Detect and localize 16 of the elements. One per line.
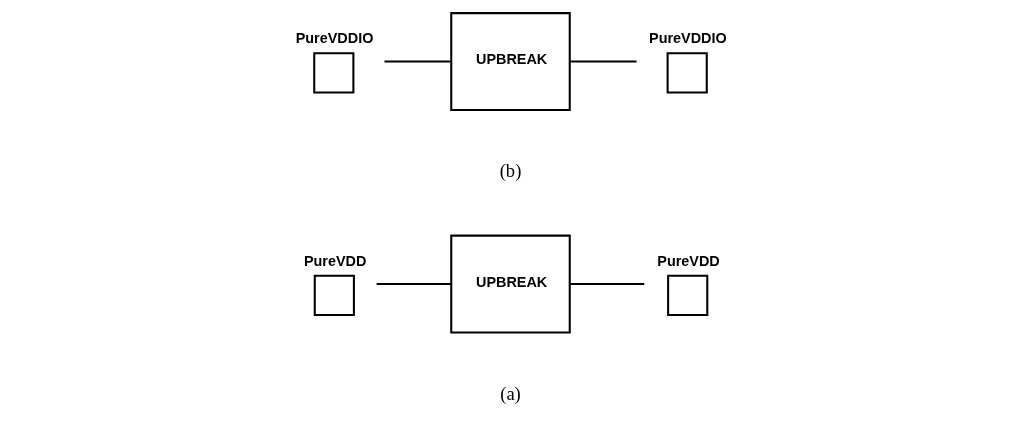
connector <box>569 60 637 63</box>
node-box: UPBREAK <box>450 11 571 111</box>
node-label: PureVDDIO <box>295 29 374 46</box>
node-box <box>313 51 355 93</box>
node-label: PureVDD <box>303 252 367 269</box>
node-box <box>666 51 708 93</box>
node-box: UPBREAK <box>450 234 571 333</box>
connector <box>569 282 645 285</box>
connector <box>384 60 452 63</box>
label: (a) <box>500 382 521 404</box>
node-box <box>313 274 355 316</box>
label: (b) <box>499 159 522 181</box>
node-label: PureVDDIO <box>649 29 727 46</box>
node-box <box>667 274 709 316</box>
node-label: PureVDD <box>657 252 720 269</box>
connector <box>376 282 452 285</box>
